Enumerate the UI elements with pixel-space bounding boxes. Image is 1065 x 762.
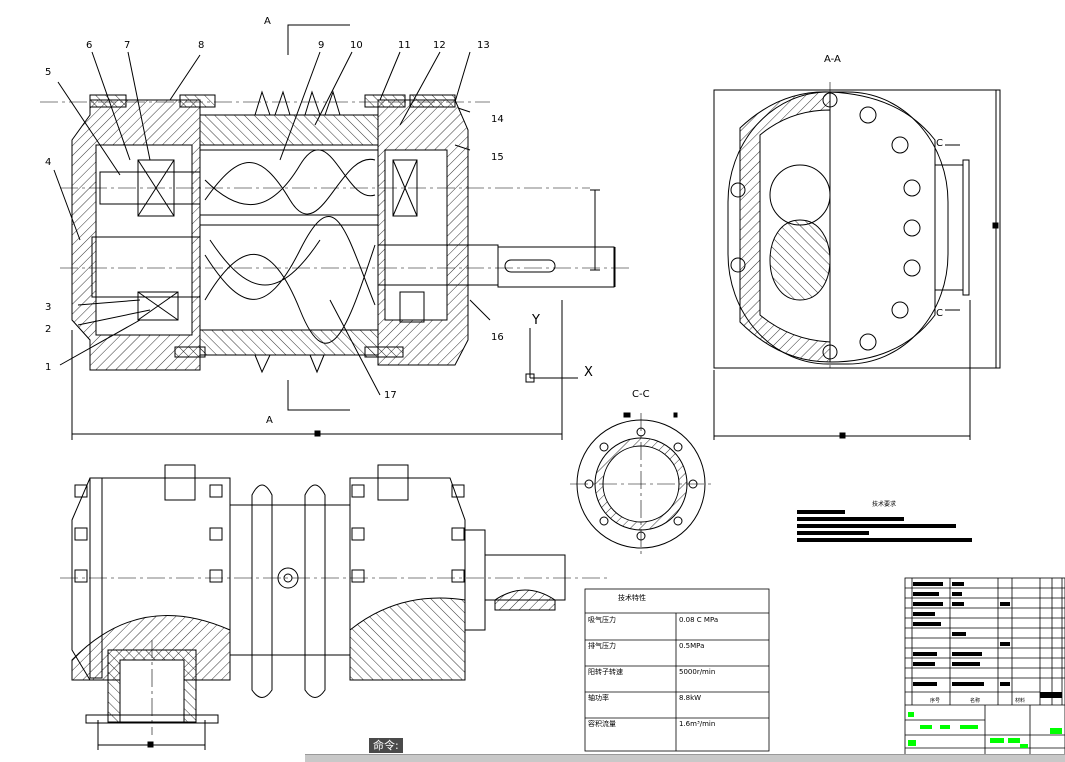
section-aa-title: A-A	[824, 54, 841, 65]
section-mark-a-bottom: A	[266, 415, 273, 426]
main-section-view	[40, 24, 630, 440]
section-aa-view	[713, 82, 1001, 440]
spec-row-label: 容积流量	[588, 719, 616, 728]
spec-row-value: 5000r/min	[679, 668, 715, 676]
ucs-icon: Y X	[525, 313, 593, 383]
part-label-7: 7	[124, 40, 130, 51]
exterior-bolts	[74, 484, 465, 583]
title-block-col-2: 名称	[970, 697, 980, 704]
part-label-3: 3	[45, 302, 51, 313]
command-prompt-label: 命令:	[369, 738, 403, 753]
tech-requirements-title: 技术要求	[872, 500, 896, 508]
part-label-13: 13	[477, 40, 490, 51]
section-mark-a-top: A	[264, 16, 271, 27]
spec-row-label: 吸气压力	[588, 615, 616, 624]
part-label-16: 16	[491, 332, 504, 343]
part-label-11: 11	[398, 40, 411, 51]
part-label-5: 5	[45, 67, 51, 78]
spec-row-label: 排气压力	[588, 641, 616, 650]
section-c-bottom-mark: C	[936, 308, 943, 319]
spec-row-label: 阳转子转速	[588, 667, 623, 676]
part-label-8: 8	[198, 40, 204, 51]
title-block-headers: 序号 名称 材料	[930, 697, 1025, 704]
part-label-9: 9	[318, 40, 324, 51]
part-label-10: 10	[350, 40, 363, 51]
ucs-axis-x: X	[584, 365, 593, 380]
part-label-1: 1	[45, 362, 51, 373]
ucs-axis-y: Y	[531, 313, 540, 328]
section-cc-title: C-C	[632, 389, 650, 400]
spec-row-value: 8.8kW	[679, 694, 701, 702]
spec-row-label: 轴功率	[588, 693, 609, 702]
spec-row-value: 1.6m³/min	[679, 720, 715, 728]
part-label-17: 17	[384, 390, 397, 401]
spec-row-value: 0.08 C MPa	[679, 616, 718, 624]
section-cc-view	[570, 412, 712, 555]
spec-table	[584, 588, 770, 752]
title-block-col-1: 序号	[930, 697, 940, 704]
title-block	[904, 577, 1065, 761]
part-label-15: 15	[491, 152, 504, 163]
part-label-14: 14	[491, 114, 504, 125]
part-label-4: 4	[45, 157, 51, 168]
spec-table-title: 技术特性	[618, 593, 646, 602]
spec-row-value: 0.5MPa	[679, 642, 704, 650]
tech-requirements: 技术要求	[797, 500, 972, 542]
part-label-6: 6	[86, 40, 92, 51]
part-number-labels: 1 2 3 4 5 6 7 8 9 10 11 12 13 14 15 16 1…	[45, 16, 504, 426]
part-label-12: 12	[433, 40, 446, 51]
command-line-input[interactable]	[305, 754, 1065, 762]
exterior-view	[60, 464, 610, 750]
section-c-top-mark: C	[936, 138, 943, 149]
section-aa-labels: A-A C C	[824, 54, 943, 319]
title-block-col-3: 材料	[1015, 697, 1025, 704]
part-label-2: 2	[45, 324, 51, 335]
spec-table-text: 技术特性 吸气压力 0.08 C MPa 排气压力 0.5MPa 阳转子转速 5…	[588, 593, 718, 728]
